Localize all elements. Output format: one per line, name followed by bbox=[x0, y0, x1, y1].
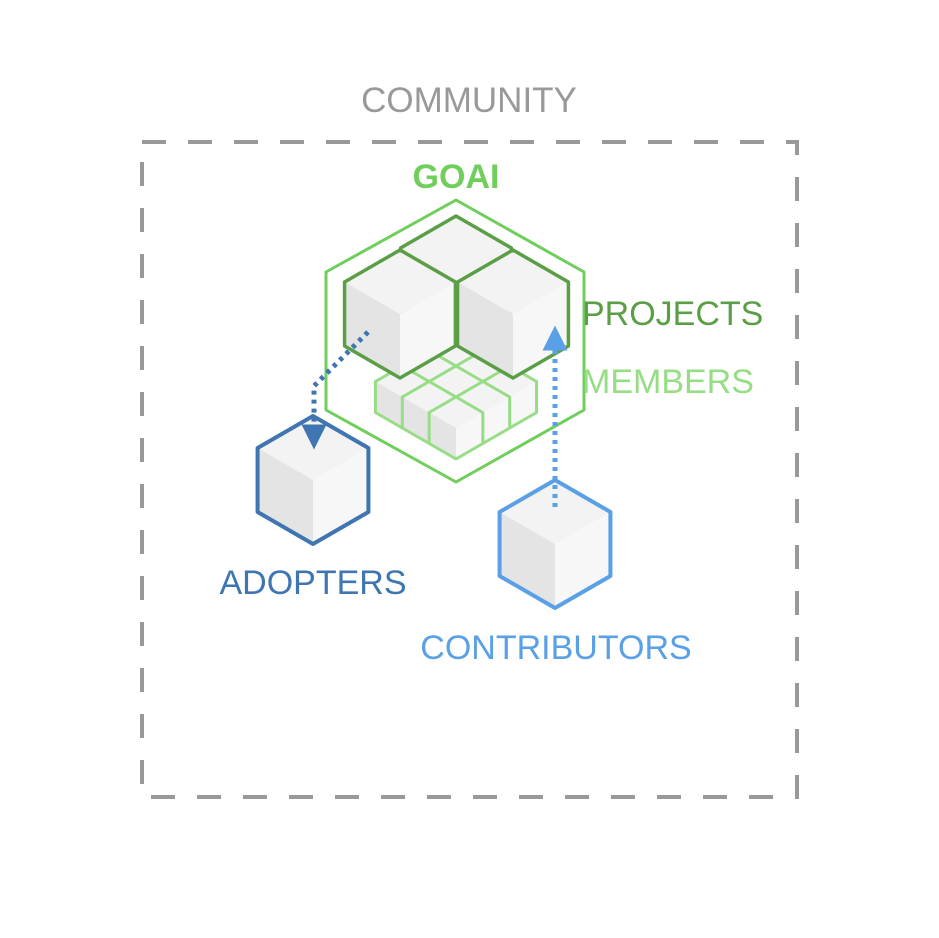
goai-hexagon bbox=[324, 198, 586, 484]
project-cube-right-outline bbox=[455, 248, 571, 380]
adopter-cube-shape-outline bbox=[255, 414, 371, 546]
contributor-cube-shape-outline bbox=[497, 478, 613, 610]
contributor-cube-shape-top-face bbox=[499, 480, 611, 544]
adopter-cube bbox=[255, 414, 371, 546]
contributors-label: CONTRIBUTORS bbox=[420, 629, 691, 667]
goai-label: GOAI bbox=[413, 158, 500, 196]
adopters-label: ADOPTERS bbox=[219, 564, 406, 602]
contributor-cube-shape bbox=[497, 478, 613, 610]
adopter-cube-shape bbox=[255, 414, 371, 546]
project-cube-left-outline bbox=[342, 248, 458, 380]
member-cube-outline bbox=[427, 395, 485, 461]
community-boundary bbox=[140, 140, 799, 799]
project-cube-left bbox=[342, 248, 458, 380]
member-cube-right-face bbox=[456, 412, 483, 459]
member-cube-right-face bbox=[509, 381, 537, 428]
projects-label: PROJECTS bbox=[582, 295, 763, 333]
contributor-cube bbox=[497, 478, 613, 610]
member-cube-left-face bbox=[402, 397, 430, 444]
member-cube bbox=[427, 395, 485, 461]
members-label: MEMBERS bbox=[582, 363, 754, 401]
project-cube-right bbox=[455, 248, 571, 380]
member-cube-right-face bbox=[482, 397, 510, 444]
member-cubes-group bbox=[373, 333, 539, 461]
community-label: COMMUNITY bbox=[361, 81, 577, 120]
member-cube-left-face bbox=[429, 412, 456, 459]
adopters-arrow bbox=[301, 330, 370, 450]
project-cubes-group bbox=[342, 214, 571, 380]
